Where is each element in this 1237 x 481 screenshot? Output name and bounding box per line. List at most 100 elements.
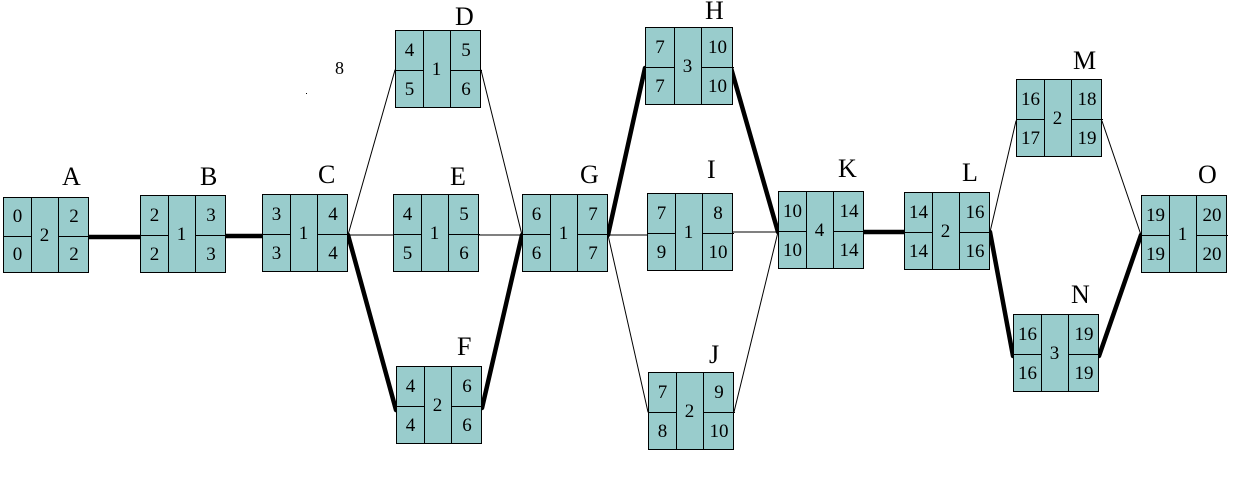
node-l-early-start: 14 bbox=[909, 201, 928, 223]
node-divider bbox=[1071, 80, 1072, 156]
node-divider bbox=[1014, 354, 1041, 355]
node-divider bbox=[646, 67, 674, 68]
node-a-label: A bbox=[62, 162, 81, 191]
node-divider bbox=[394, 234, 421, 235]
node-n: 16 16 3 19 19 bbox=[1013, 314, 1100, 392]
node-h-early-start: 7 bbox=[655, 36, 665, 58]
node-a-late-start: 0 bbox=[12, 244, 23, 265]
node-k-early-finish: 14 bbox=[839, 200, 859, 222]
node-h-late-start: 7 bbox=[655, 75, 665, 97]
node-e-early-finish: 5 bbox=[459, 203, 469, 225]
edge-l-m bbox=[989, 120, 1017, 233]
edge-h-k-critical bbox=[728, 65, 781, 235]
node-i-early-finish: 8 bbox=[713, 202, 723, 224]
edge-l-n-critical bbox=[987, 229, 1016, 359]
node-divider bbox=[959, 193, 960, 269]
node-i-early-start: 7 bbox=[656, 202, 667, 224]
node-m-early-finish: 18 bbox=[1077, 88, 1097, 110]
node-n-label: N bbox=[1071, 280, 1090, 309]
node-i-late-start: 9 bbox=[656, 241, 667, 263]
node-divider bbox=[702, 233, 734, 234]
node-j-early-start: 7 bbox=[657, 381, 668, 403]
node-divider bbox=[676, 373, 677, 449]
edge-d-g bbox=[480, 69, 523, 236]
node-n-late-finish: 19 bbox=[1074, 362, 1094, 384]
node-l-early-finish: 16 bbox=[965, 201, 985, 223]
node-divider bbox=[317, 195, 318, 271]
node-o-late-start: 19 bbox=[1146, 243, 1165, 265]
node-divider bbox=[702, 194, 703, 270]
node-divider bbox=[674, 28, 675, 104]
node-divider bbox=[648, 233, 675, 234]
node-b-duration: 1 bbox=[176, 224, 187, 245]
node-divider bbox=[932, 193, 933, 269]
node-divider bbox=[1041, 315, 1042, 391]
node-divider bbox=[451, 406, 483, 407]
node-f-label: F bbox=[457, 332, 472, 361]
node-divider bbox=[1068, 315, 1069, 391]
node-i-label: I bbox=[707, 155, 716, 184]
node-e-duration: 1 bbox=[429, 223, 440, 244]
node-b-late-start: 2 bbox=[149, 243, 160, 265]
node-n-duration: 3 bbox=[1049, 343, 1060, 364]
node-d-duration: 1 bbox=[431, 59, 442, 80]
node-divider bbox=[1044, 80, 1045, 156]
node-m-duration: 2 bbox=[1052, 108, 1063, 129]
node-b-early-start: 2 bbox=[149, 204, 160, 226]
node-divider bbox=[905, 232, 932, 233]
node-g-label: G bbox=[580, 160, 599, 189]
node-l-late-start: 14 bbox=[909, 240, 928, 262]
node-c-late-finish: 4 bbox=[328, 242, 338, 264]
node-divider bbox=[959, 232, 991, 233]
edge-m-o bbox=[1101, 120, 1142, 236]
node-d-late-finish: 6 bbox=[461, 78, 471, 100]
node-divider bbox=[448, 234, 480, 235]
edge-g-h-critical bbox=[605, 65, 648, 238]
node-o-early-start: 19 bbox=[1146, 204, 1165, 226]
node-a-early-start: 0 bbox=[12, 206, 23, 227]
node-m-early-start: 16 bbox=[1021, 88, 1040, 110]
node-o-duration: 1 bbox=[1177, 224, 1188, 245]
node-g-duration: 1 bbox=[558, 223, 569, 244]
node-d-early-finish: 5 bbox=[461, 39, 471, 61]
node-divider bbox=[141, 235, 168, 236]
node-b-early-finish: 3 bbox=[206, 204, 216, 226]
node-divider bbox=[649, 412, 676, 413]
node-n-late-start: 16 bbox=[1018, 362, 1037, 384]
node-divider bbox=[423, 31, 424, 107]
node-n-early-finish: 19 bbox=[1074, 323, 1094, 345]
node-l-late-finish: 16 bbox=[965, 240, 985, 262]
node-d-label: D bbox=[455, 2, 474, 31]
node-divider bbox=[448, 195, 449, 271]
node-divider bbox=[1142, 235, 1169, 236]
node-h-label: H bbox=[705, 0, 724, 25]
node-g-late-start: 6 bbox=[531, 242, 542, 264]
node-e-late-finish: 6 bbox=[459, 242, 469, 264]
node-divider bbox=[424, 367, 425, 443]
node-divider bbox=[195, 196, 196, 272]
node-m-late-start: 17 bbox=[1021, 127, 1040, 149]
node-n-early-start: 16 bbox=[1018, 323, 1037, 345]
node-divider bbox=[4, 236, 31, 237]
node-b-label: B bbox=[200, 162, 218, 191]
node-m: 16 17 2 18 19 bbox=[1016, 79, 1103, 157]
node-k-late-finish: 14 bbox=[839, 239, 859, 261]
node-divider bbox=[806, 192, 807, 268]
node-divider bbox=[263, 234, 290, 235]
node-k-late-start: 10 bbox=[783, 239, 802, 261]
node-m-late-finish: 19 bbox=[1077, 127, 1097, 149]
edge-n-o-critical bbox=[1096, 232, 1144, 359]
node-divider bbox=[195, 235, 227, 236]
node-divider bbox=[450, 70, 482, 71]
node-divider bbox=[577, 234, 609, 235]
node-divider bbox=[550, 195, 551, 271]
node-b-late-finish: 3 bbox=[206, 243, 216, 265]
node-c-duration: 1 bbox=[298, 223, 309, 244]
